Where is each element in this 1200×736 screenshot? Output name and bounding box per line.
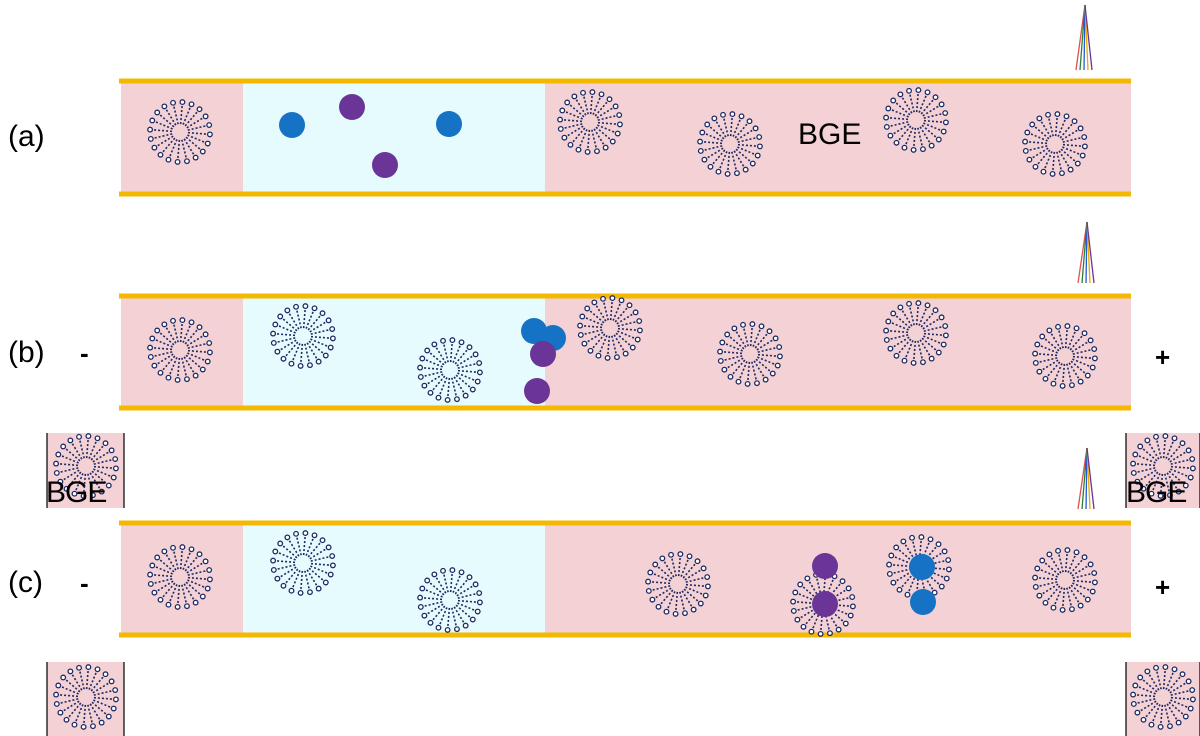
- right-vial-label: BGE: [1126, 476, 1187, 509]
- capillary-a: [119, 78, 1131, 197]
- sample-zone: [243, 523, 545, 635]
- capillary-c: [119, 520, 1131, 638]
- micelle-icon: [717, 321, 783, 387]
- panel-label-b: (b): [8, 336, 45, 369]
- micelle-icon: [270, 530, 336, 596]
- cathode-sign-c: -: [80, 568, 89, 598]
- micelle-icon: [270, 303, 336, 369]
- micelle-icon: [147, 317, 213, 383]
- micelle-icon: [883, 300, 949, 366]
- analyte-blue-icon: [436, 111, 462, 137]
- micelle-icon: [697, 111, 763, 177]
- micelle-icon: [557, 89, 623, 155]
- micelle-icon: [1032, 547, 1098, 613]
- micelle-icon: [1022, 111, 1088, 177]
- micelle-icon: [53, 433, 119, 499]
- anode-sign-b: +: [1155, 342, 1171, 372]
- micelle-icon: [53, 664, 119, 730]
- panel-label-a: (a): [8, 120, 45, 153]
- cathode-sign-b: -: [80, 338, 89, 368]
- analyte-purple-icon: [812, 591, 838, 617]
- analyte-purple-icon: [530, 341, 556, 367]
- sample-zone: [243, 296, 545, 408]
- analyte-blue-icon: [279, 112, 305, 138]
- sample-zone: [243, 81, 545, 194]
- micelle-icon: [883, 87, 949, 153]
- micelle-icon: [645, 551, 711, 617]
- micelle-icon: [147, 544, 213, 610]
- analyte-purple-icon: [339, 94, 365, 120]
- analyte-purple-icon: [812, 553, 838, 579]
- detector-icon: [1077, 447, 1095, 510]
- detector-icon: [1075, 4, 1093, 71]
- analyte-purple-icon: [372, 152, 398, 178]
- panel-label-c: (c): [8, 566, 43, 599]
- micelle-icon: [147, 99, 213, 165]
- micelle-icon: [577, 295, 643, 361]
- analyte-blue-icon: [909, 554, 935, 580]
- analyte-purple-icon: [524, 378, 550, 404]
- micelle-icon: [417, 337, 483, 403]
- analyte-blue-icon: [910, 589, 936, 615]
- micelle-icon: [1032, 323, 1098, 389]
- micelle-icon: [417, 567, 483, 633]
- micelle-icon: [886, 534, 952, 600]
- bge-label: BGE: [798, 118, 862, 151]
- detector-icon: [1077, 221, 1095, 284]
- micelle-icon: [1130, 664, 1196, 730]
- micelle-icon: [1130, 433, 1196, 499]
- anode-sign-c: +: [1155, 572, 1171, 602]
- left-vial-label: BGE: [46, 476, 107, 509]
